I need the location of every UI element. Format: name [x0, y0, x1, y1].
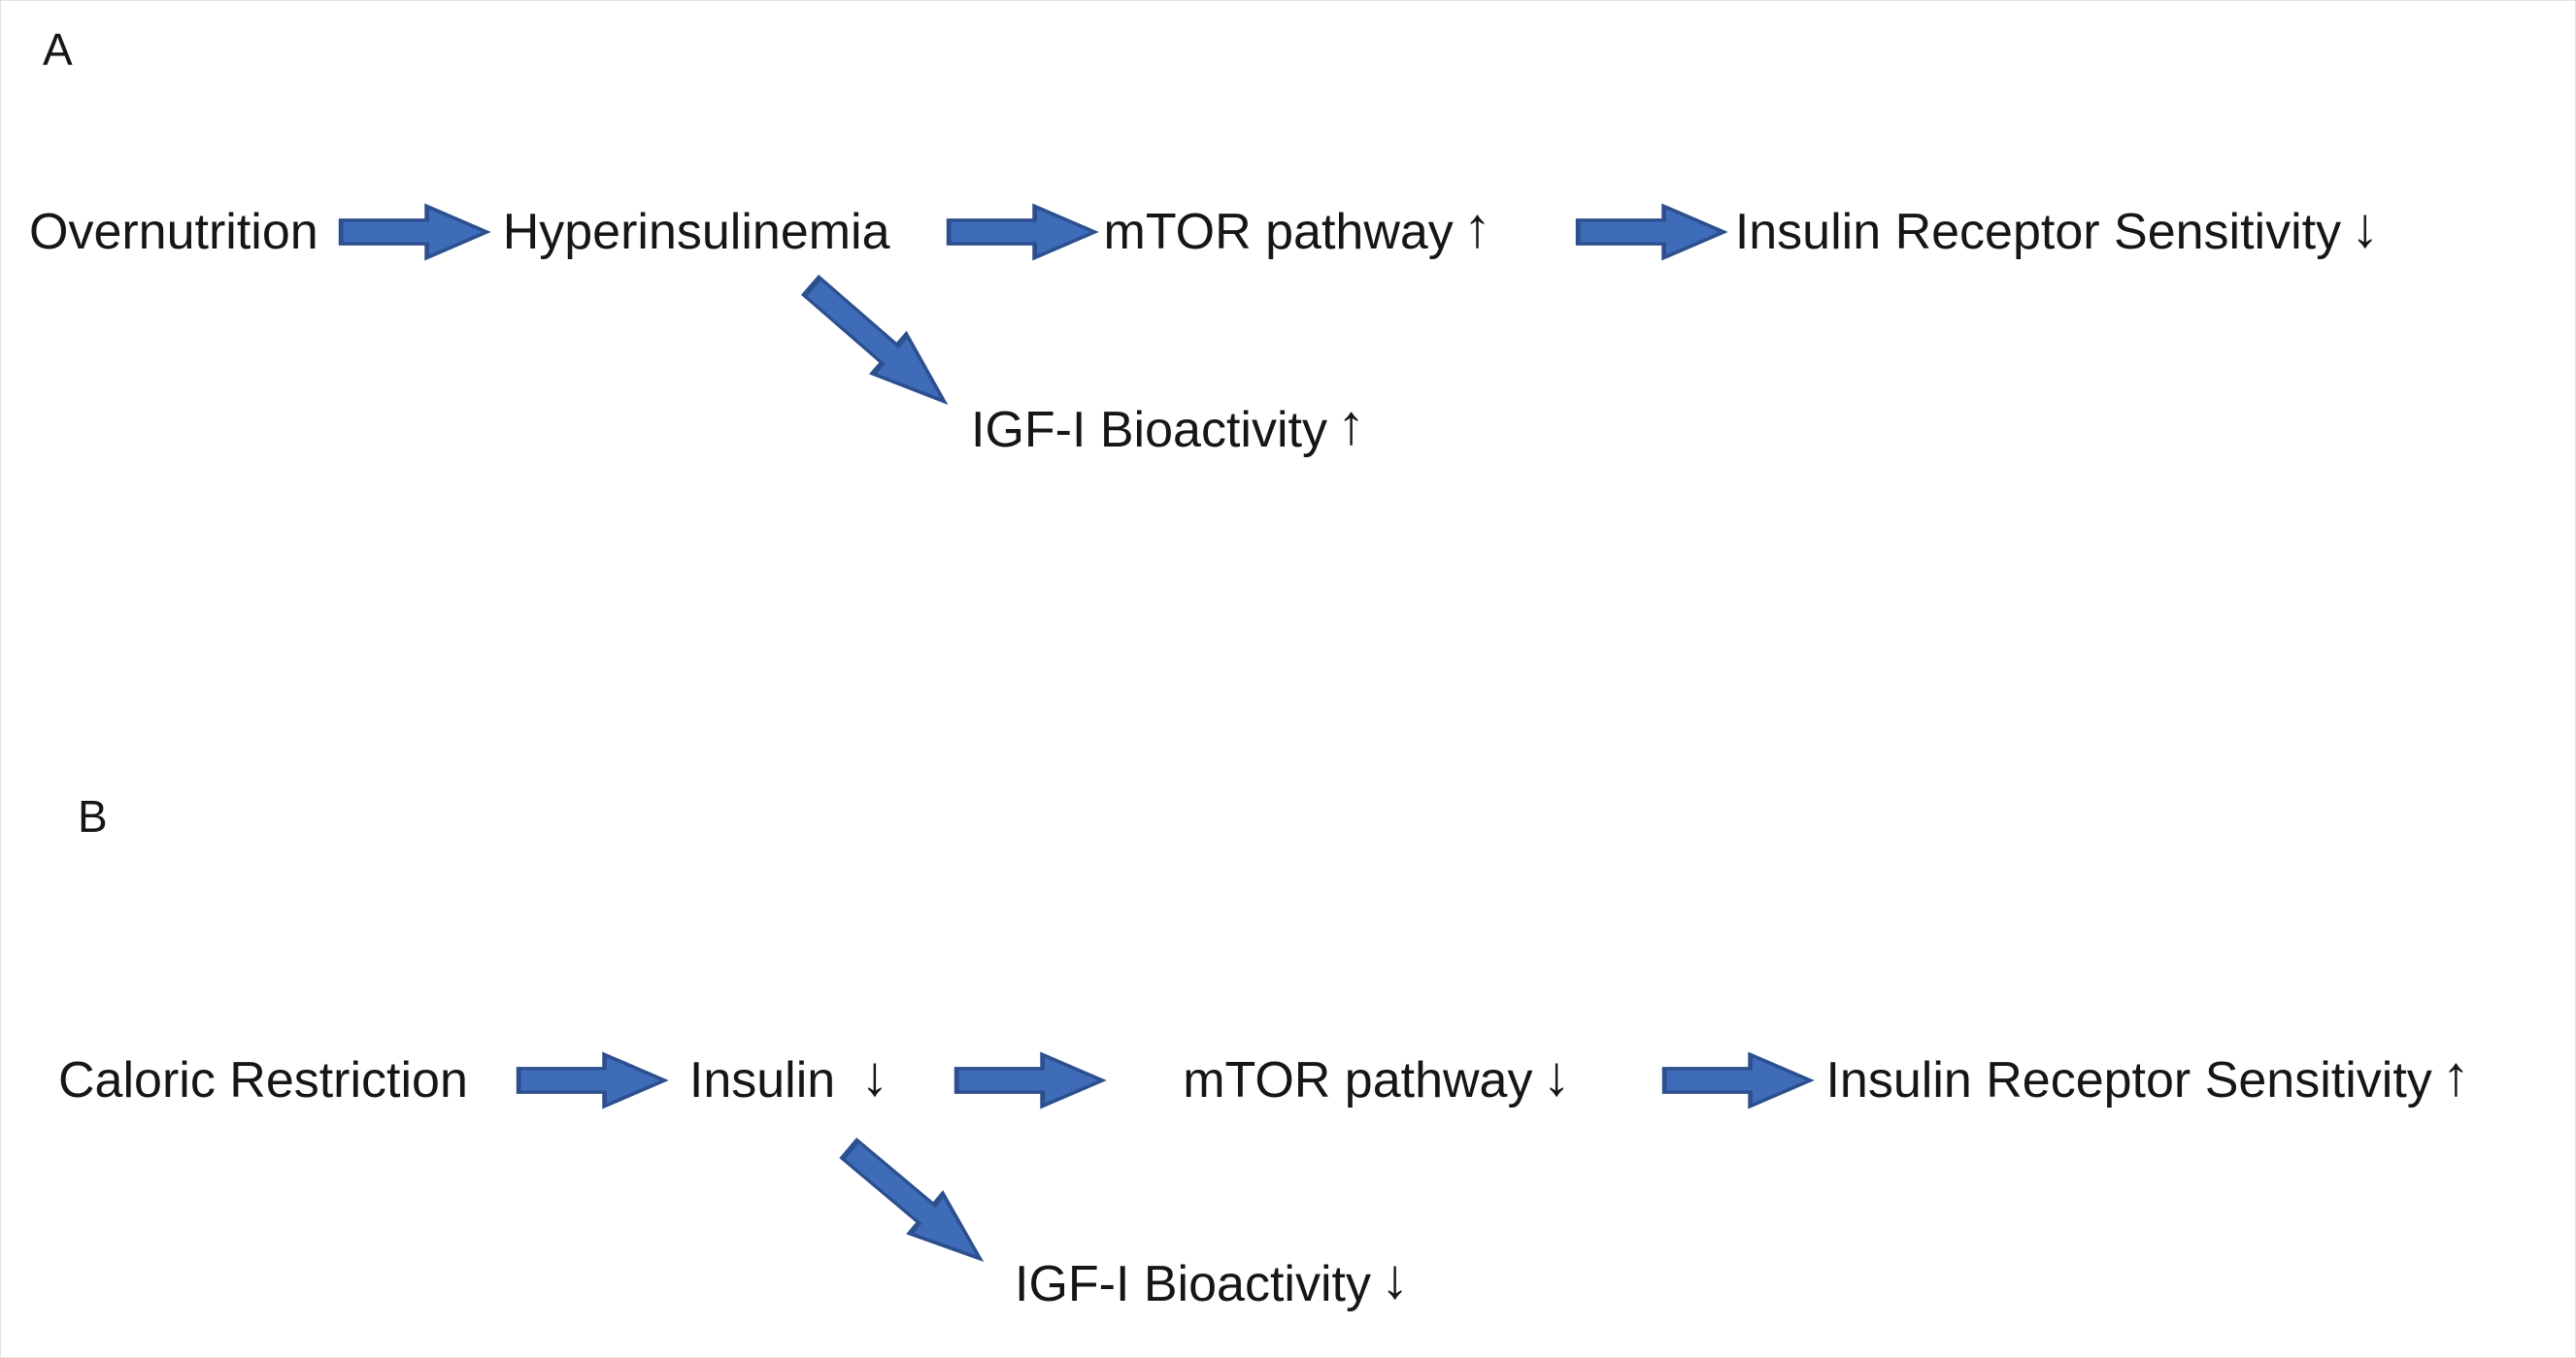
node-igf-bioactivity: IGF-I Bioactivity ↑: [971, 393, 1365, 462]
node-mtor-pathway-label: mTOR pathway: [1183, 1052, 1533, 1109]
block-arrow-diagonal-icon: [800, 274, 949, 406]
up-arrow-glyph: ↑: [1336, 393, 1365, 456]
down-arrow-glyph: ↓: [860, 1043, 889, 1108]
node-overnutrition: Overnutrition: [29, 203, 318, 261]
node-insulin-receptor-sensitivity-label: Insulin Receptor Sensitivity: [1825, 1052, 2432, 1109]
block-arrow-right-icon: [953, 1051, 1107, 1110]
panel-b-main-flow: Caloric Restriction Insulin ↓ mTOR pathw…: [58, 1041, 2470, 1120]
node-caloric-restriction-label: Caloric Restriction: [58, 1052, 468, 1109]
node-igf-bioactivity: IGF-I Bioactivity ↓: [1015, 1247, 1409, 1316]
block-arrow-right-icon: [1575, 203, 1728, 261]
block-arrow-right-icon: [338, 203, 491, 261]
node-hyperinsulinemia: Hyperinsulinemia: [503, 203, 890, 261]
block-arrow-right-icon: [1662, 1051, 1816, 1110]
node-caloric-restriction: Caloric Restriction: [58, 1051, 468, 1110]
panel-a-main-flow: Overnutrition Hyperinsulinemia mTOR path…: [29, 192, 2379, 272]
down-arrow-glyph: ↓: [1542, 1043, 1571, 1108]
block-arrow-diagonal-icon: [839, 1137, 985, 1262]
node-insulin-receptor-sensitivity: Insulin Receptor Sensitivity ↑: [1825, 1044, 2469, 1113]
up-arrow-glyph: ↑: [1462, 195, 1491, 259]
node-mtor-pathway-label: mTOR pathway: [1103, 204, 1454, 260]
down-arrow-glyph: ↓: [2351, 195, 2380, 259]
node-mtor-pathway: mTOR pathway ↓: [1183, 1044, 1570, 1113]
node-igf-bioactivity-label: IGF-I Bioactivity: [1015, 1255, 1371, 1312]
panel-a-label: A: [43, 24, 73, 75]
block-arrow-right-icon: [516, 1051, 669, 1110]
node-insulin-receptor-sensitivity-label: Insulin Receptor Sensitivity: [1734, 204, 2342, 260]
node-insulin-receptor-sensitivity: Insulin Receptor Sensitivity ↓: [1734, 196, 2379, 265]
node-mtor-pathway: mTOR pathway ↑: [1103, 196, 1491, 265]
node-hyperinsulinemia-label: Hyperinsulinemia: [502, 204, 890, 260]
up-arrow-glyph: ↑: [2441, 1043, 2470, 1108]
panel-b-label: B: [78, 791, 108, 842]
node-overnutrition-label: Overnutrition: [29, 204, 318, 260]
node-insulin: Insulin ↓: [688, 1044, 888, 1113]
node-igf-bioactivity-label: IGF-I Bioactivity: [971, 401, 1327, 458]
block-arrow-right-icon: [946, 203, 1099, 261]
down-arrow-glyph: ↓: [1380, 1247, 1409, 1310]
node-insulin-label: Insulin: [688, 1052, 836, 1109]
